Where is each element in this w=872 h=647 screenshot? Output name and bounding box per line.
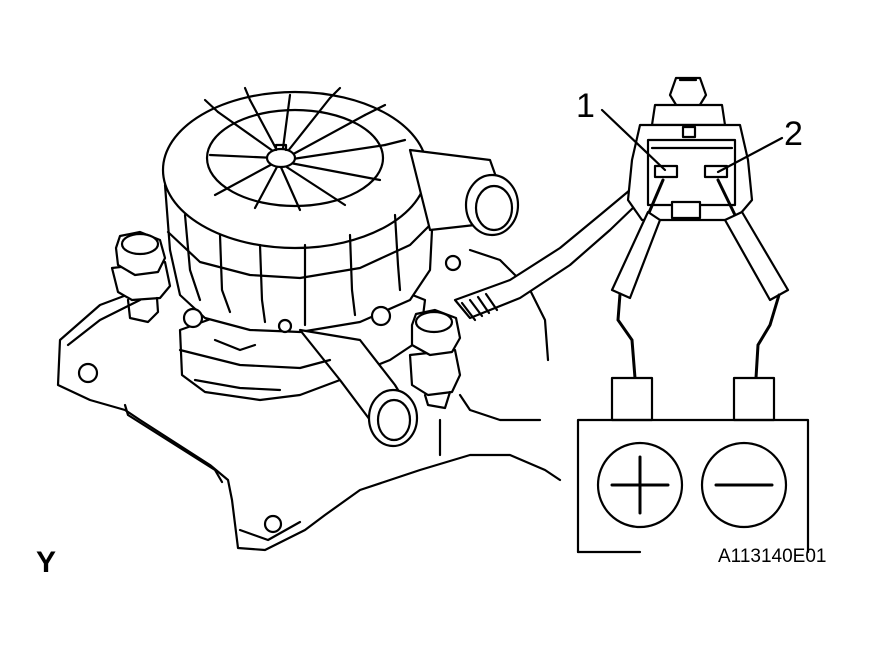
air-pump (161, 86, 520, 448)
connector (626, 76, 754, 222)
test-lead-positive (610, 178, 665, 422)
terminal-2-pin (703, 164, 729, 179)
terminal-1-label: 1 (576, 87, 595, 125)
negative-terminal-circle (700, 441, 788, 529)
battery (576, 418, 810, 554)
mounting-bracket (56, 248, 562, 552)
bracket-hole-bottom (263, 514, 283, 534)
positive-terminal-circle (596, 441, 684, 529)
view-letter-label: Y (36, 546, 56, 579)
terminal-2-label: 2 (784, 115, 803, 153)
leader-line-2 (716, 136, 784, 174)
plus-icon (610, 455, 670, 515)
figure-code-label: A113140E01 (718, 546, 826, 567)
leader-line-1 (600, 108, 667, 172)
terminal-1-pin (653, 164, 679, 179)
bracket-hole-right (444, 254, 462, 272)
bolt-right (408, 308, 462, 410)
test-lead-negative (716, 178, 790, 422)
bolt-left (110, 230, 172, 324)
bracket-hole-left (77, 362, 99, 384)
